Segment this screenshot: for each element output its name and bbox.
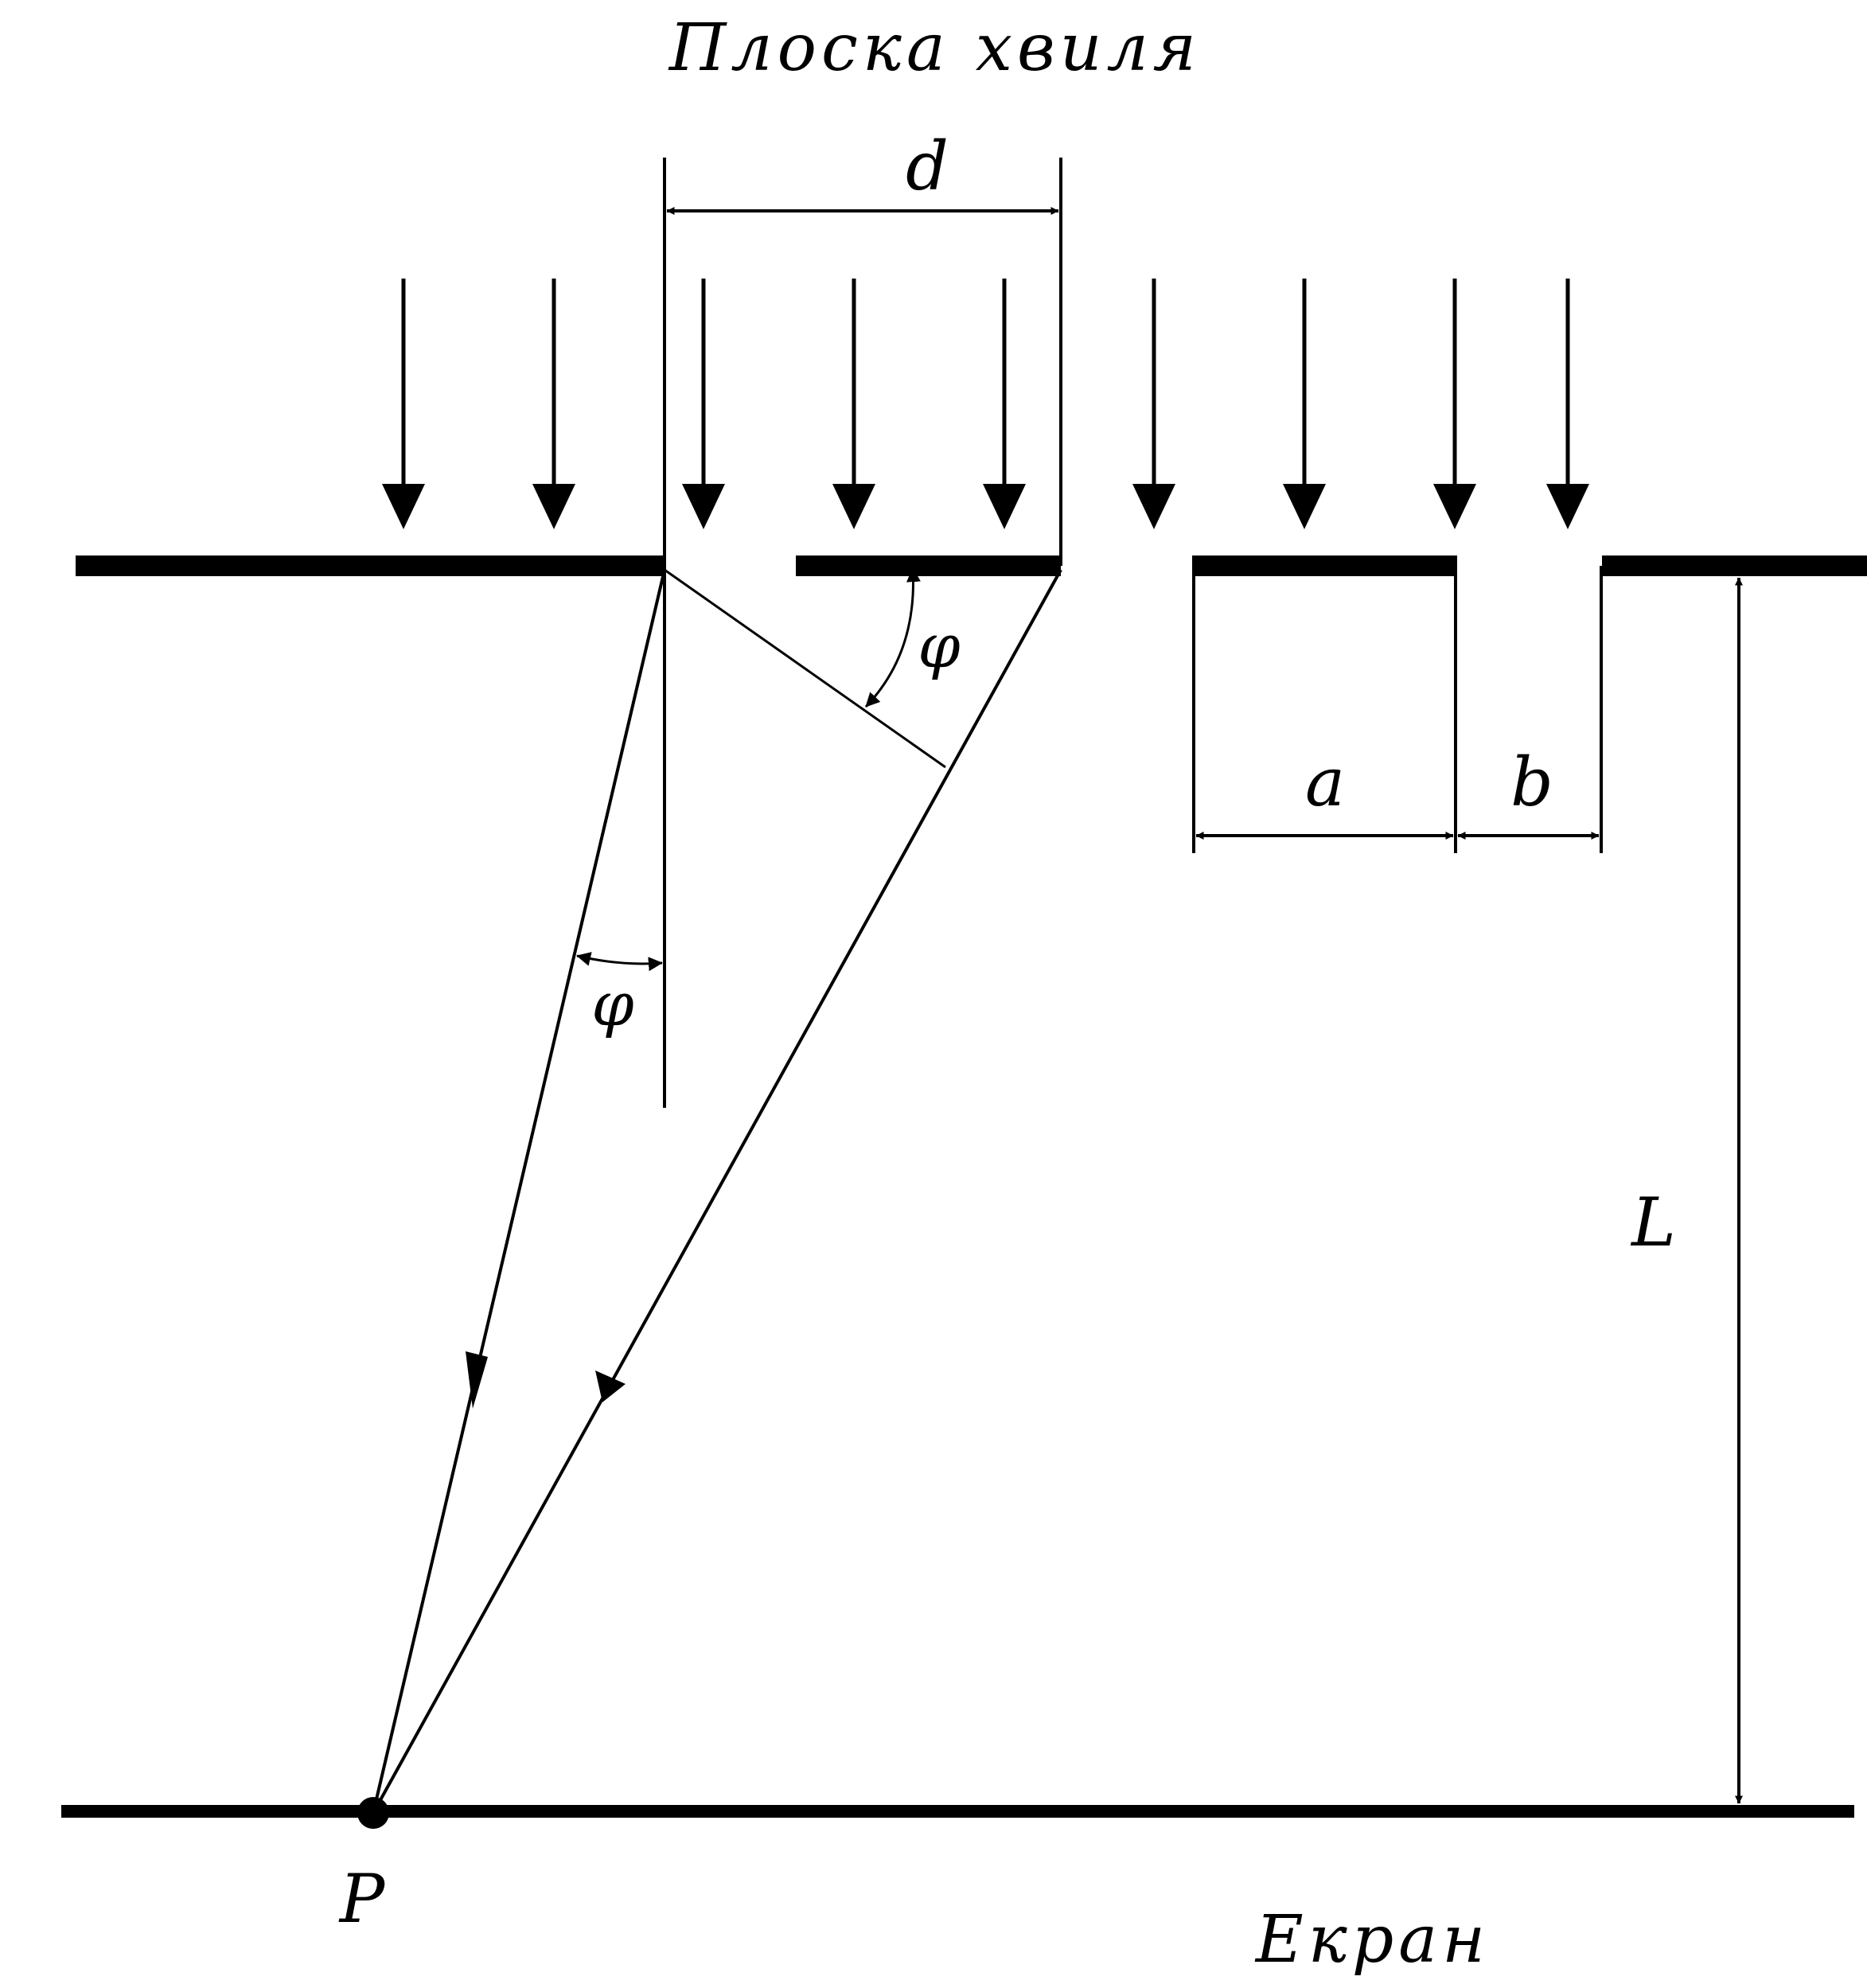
screen-label: Екран — [1254, 1902, 1490, 1978]
diffracted-rays — [372, 569, 1062, 1814]
diffracted-ray-right — [372, 569, 1062, 1814]
incident-arrow — [382, 279, 425, 529]
grating-bar — [76, 555, 665, 576]
angle-arc-lower — [576, 952, 663, 972]
screen-line — [61, 1805, 1854, 1818]
diffraction-grating — [76, 555, 1867, 576]
ray-direction-arrow — [595, 1370, 626, 1402]
lower-angle-marker: φ — [576, 952, 663, 1039]
slit-dimensions: a b — [1192, 566, 1603, 853]
slit-width-label: a — [1305, 743, 1345, 821]
period-label: d — [906, 127, 949, 205]
angle-label-upper: φ — [918, 610, 960, 681]
grating-bar — [1192, 555, 1457, 576]
incident-arrow — [983, 279, 1026, 529]
incident-arrow — [1132, 279, 1175, 529]
point-label: P — [338, 1860, 386, 1938]
grating-bar — [796, 555, 1061, 576]
incident-arrow — [1433, 279, 1476, 529]
incident-arrow — [1283, 279, 1326, 529]
ray-direction-arrow — [466, 1351, 488, 1409]
incident-arrow — [532, 279, 575, 529]
angle-label-lower: φ — [591, 969, 633, 1039]
period-dimension: d — [663, 127, 1062, 1108]
grating-bar — [1602, 555, 1867, 576]
screen: P Екран — [61, 1797, 1854, 1978]
incident-wave-arrows — [382, 279, 1589, 529]
incident-arrow — [682, 279, 725, 529]
incident-arrow — [1546, 279, 1589, 529]
plane-wave-title: Плоска хвиля — [668, 10, 1201, 86]
perpendicular-line — [664, 568, 946, 769]
angle-arc-upper — [864, 567, 921, 708]
screen-distance-dimension: L — [1630, 577, 1743, 1804]
path-difference-construction: φ — [664, 567, 961, 769]
gap-width-label: b — [1510, 743, 1553, 821]
distance-label: L — [1630, 1183, 1676, 1261]
incident-arrow — [832, 279, 875, 529]
observation-point — [357, 1797, 389, 1829]
diffracted-ray-left — [372, 569, 666, 1814]
